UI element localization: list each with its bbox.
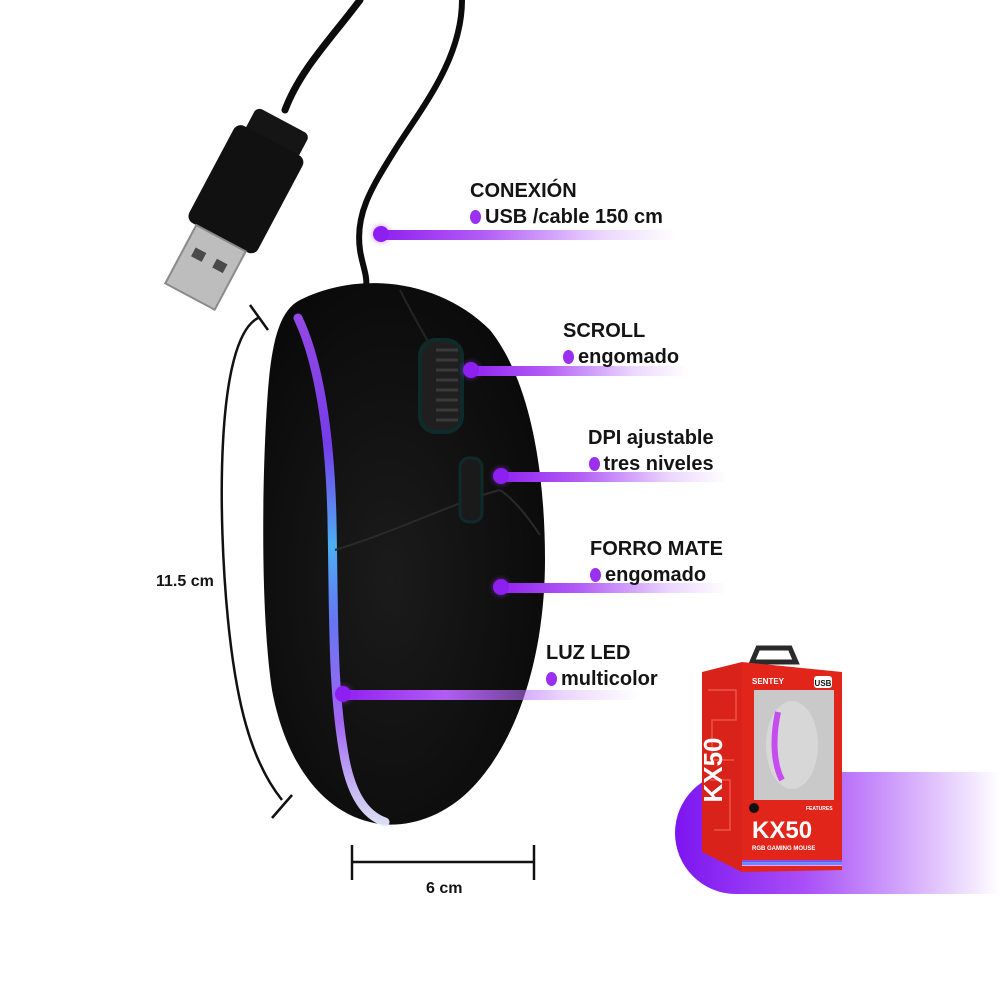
bullet-icon (588, 457, 600, 471)
bullet-icon (590, 568, 601, 582)
feature-title: CONEXIÓN (470, 180, 577, 202)
svg-text:KX50: KX50 (698, 737, 728, 802)
coating-leader (493, 579, 728, 595)
bullet-icon (470, 210, 481, 224)
bullet-icon (546, 672, 557, 686)
height-label: 11.5 cm (156, 573, 214, 590)
svg-text:SENTEY: SENTEY (752, 677, 785, 686)
feature-title: SCROLL (563, 320, 646, 342)
led-strip (293, 313, 390, 827)
dpi-button (458, 456, 484, 524)
svg-text:RGB GAMING MOUSE: RGB GAMING MOUSE (752, 846, 815, 852)
led-leader (335, 686, 640, 702)
feature-coating: FORRO MATE engomado (590, 539, 723, 585)
dpi-leader (493, 468, 728, 484)
feature-detail: multicolor (561, 668, 658, 690)
panel-line (499, 489, 541, 536)
svg-text:KX50: KX50 (752, 817, 812, 844)
usb-plug (163, 108, 308, 312)
feature-led: LUZ LED multicolor (546, 643, 658, 689)
feature-title: FORRO MATE (590, 538, 723, 560)
usb-cable (281, 0, 364, 114)
svg-text:FEATURES: FEATURES (806, 806, 833, 812)
width-label: 6 cm (426, 880, 463, 897)
bullet-icon (563, 350, 574, 364)
feature-detail: engomado (578, 346, 680, 368)
svg-text:USB: USB (815, 679, 832, 688)
panel-line (334, 489, 501, 551)
feature-title: LUZ LED (546, 642, 631, 664)
feature-scroll: SCROLL engomado (563, 321, 679, 367)
feature-detail: tres niveles (603, 453, 714, 475)
feature-detail: engomado (605, 564, 707, 586)
connection-leader (373, 226, 678, 242)
height-dimension-line (220, 316, 283, 801)
feature-dpi: DPI ajustable tres niveles (588, 428, 714, 474)
scroll-leader (463, 362, 688, 378)
feature-title: DPI ajustable (588, 427, 714, 449)
mouse-cable (356, 0, 465, 293)
feature-connection: CONEXIÓN USB /cable 150 cm (470, 181, 663, 227)
feature-detail: USB /cable 150 cm (485, 206, 663, 228)
